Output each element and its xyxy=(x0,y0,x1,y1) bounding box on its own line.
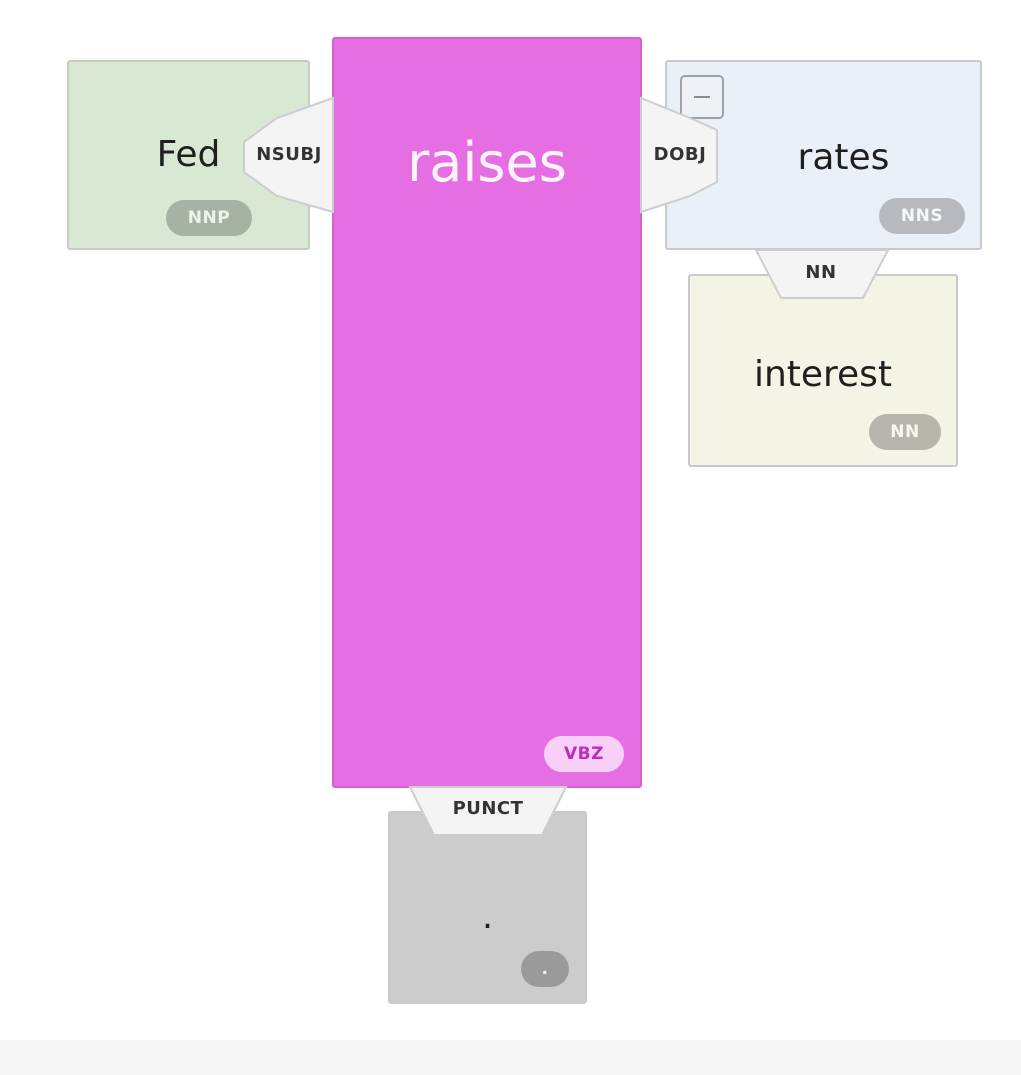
pos-tag-badge: . xyxy=(521,951,569,987)
pos-tag-badge: NN xyxy=(869,414,941,450)
collapse-button[interactable] xyxy=(680,75,724,119)
token-node-interest[interactable]: interest NN xyxy=(688,274,958,467)
bottom-strip xyxy=(0,1040,1021,1075)
dependency-label-punct: PUNCT xyxy=(452,798,524,819)
token-word: interest xyxy=(753,354,893,395)
pos-tag-badge: NNS xyxy=(879,198,965,234)
token-word: . xyxy=(482,897,493,937)
token-word: rates xyxy=(797,137,890,178)
dependency-label-dobj: DOBJ xyxy=(653,144,707,165)
pos-tag-badge: VBZ xyxy=(544,736,624,772)
dependency-label-nsubj: NSUBJ xyxy=(256,144,322,165)
token-node-raises-root[interactable]: raises VBZ xyxy=(332,37,642,788)
pos-tag-badge: NNP xyxy=(166,200,252,236)
dependency-label-nn: NN xyxy=(805,262,837,283)
token-word: Fed xyxy=(156,134,221,175)
token-node-punctuation[interactable]: . . xyxy=(388,811,587,1004)
token-word: raises xyxy=(407,131,567,194)
